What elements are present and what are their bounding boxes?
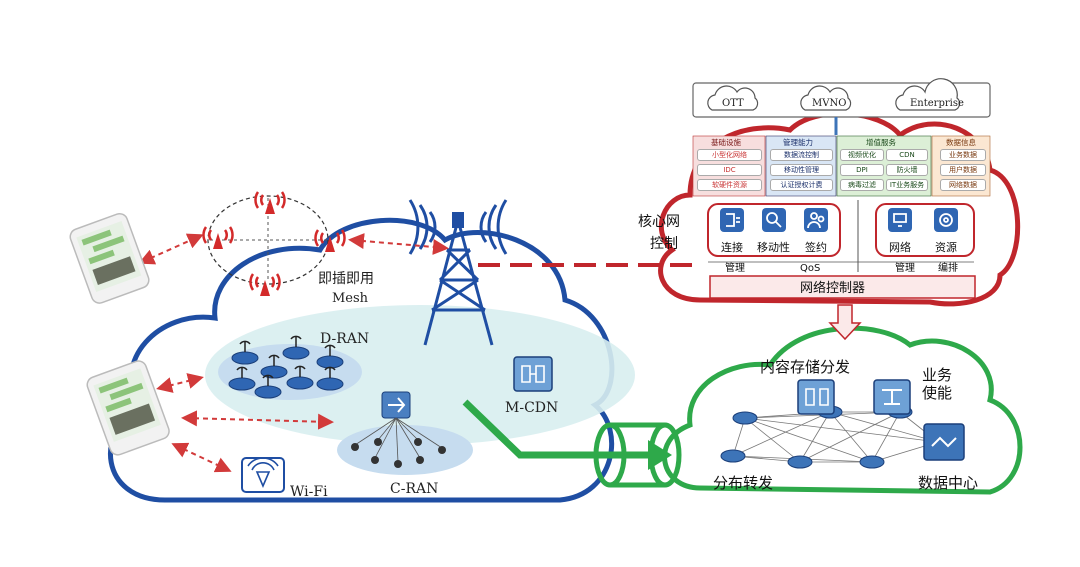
network-controller-label: 网络控制器: [800, 280, 865, 296]
mesh-tower-link: [348, 233, 449, 255]
mesh-antenna-bottom: [249, 273, 281, 296]
panel-item: 视频优化: [840, 149, 884, 161]
backbone-arrowhead: [648, 440, 672, 470]
panel-item: 网络数据: [940, 179, 986, 191]
group-label-mgmt-right: 管理: [895, 261, 915, 274]
content-distribution-label: 内容存储分发: [760, 358, 850, 376]
backbone-pipe: [593, 422, 682, 488]
panel-item: 业务数据: [940, 149, 986, 161]
controller-down-arrow: [828, 304, 862, 341]
panel-item: 认证授权计费: [770, 179, 833, 191]
datacenter-cloud: [662, 325, 1023, 495]
core-control-label: 控制: [650, 236, 678, 252]
cran-fronthaul-lines: [354, 417, 443, 463]
panel-item: CDN: [886, 149, 928, 161]
service-enable-glyph: [882, 389, 902, 405]
panel-item: IT业务服务: [886, 179, 928, 191]
wifi-icon: [247, 457, 279, 489]
group-label-orchestration: 编排: [938, 261, 958, 274]
function-label-resource: 资源: [935, 240, 957, 254]
dran-antennas: [236, 335, 336, 386]
panel-title-infrastructure: 基础设施: [711, 138, 741, 147]
provider-enterprise: Enterprise: [910, 98, 964, 109]
datacenter-glyph: [931, 436, 957, 448]
panel-item: DPI: [840, 164, 884, 176]
function-label-mobility: 移动性: [757, 240, 790, 254]
panel-title-value-added: 增值服务: [866, 138, 896, 147]
group-label-qos: QoS: [800, 263, 820, 274]
provider-cloud-icons: [707, 78, 961, 111]
phone-mesh-link: [138, 233, 204, 265]
wifi-label: Wi-Fi: [290, 484, 328, 500]
network-controller-bar: [709, 275, 976, 299]
function-icon-glyphs: [726, 212, 953, 229]
core-network-label: 核心网: [638, 214, 680, 230]
panel-item: 移动性管理: [770, 164, 833, 176]
service-enable-label: 业务: [922, 366, 952, 384]
dran-label: D-RAN: [320, 331, 369, 347]
mesh-label: Mesh: [332, 291, 369, 306]
datacenter-label: 数据中心: [918, 474, 978, 492]
backbone-arrow: [462, 399, 650, 459]
panel-title-management: 管理能力: [783, 138, 813, 147]
mcdn-glyph: [521, 365, 545, 383]
cran-hub-glyph: [388, 397, 406, 413]
function-label-connect: 连接: [721, 241, 743, 254]
mesh-label: 即插即用: [318, 271, 374, 287]
service-enable-label: 使能: [922, 384, 952, 402]
cran-rrh-units: [351, 438, 446, 468]
panel-item: 软硬件资源: [697, 179, 762, 191]
cran-label: C-RAN: [390, 481, 438, 497]
function-label-subscription: 签约: [805, 240, 827, 254]
function-label-network: 网络: [889, 240, 911, 254]
panel-item: IDC: [697, 164, 762, 176]
mesh-antenna-top: [254, 191, 286, 214]
panel-item: 病毒过滤: [840, 179, 884, 191]
mesh-antenna-right: [314, 229, 346, 252]
phone-wifi-link: [171, 442, 232, 473]
cell-tower-icon: [408, 199, 508, 346]
panel-item: 防火墙: [886, 164, 928, 176]
smartphone-icon: [69, 212, 150, 304]
function-group-right: [875, 203, 975, 257]
coverage-area: [205, 305, 635, 445]
mcdn-label: M-CDN: [505, 400, 558, 416]
forwarding-label: 分布转发: [713, 474, 773, 492]
content-storage-glyph: [805, 388, 829, 406]
group-label-mgmt-left: 管理: [725, 261, 745, 274]
function-group-left: [707, 203, 841, 257]
smartphone-icon: [86, 360, 170, 456]
provider-mvno: MVNO: [812, 98, 846, 109]
panel-item: 数据流控制: [770, 149, 833, 161]
cran-zone: [337, 425, 473, 475]
panel-item: 小型化网络: [697, 149, 762, 161]
provider-ott: OTT: [722, 98, 744, 109]
panel-title-data: 数据信息: [946, 138, 976, 147]
phone-cran-link: [181, 410, 334, 430]
mesh-antenna-left: [202, 226, 234, 249]
mesh-ring: [207, 195, 329, 285]
phone-dran-link: [156, 373, 204, 393]
panel-item: 用户数据: [940, 164, 986, 176]
